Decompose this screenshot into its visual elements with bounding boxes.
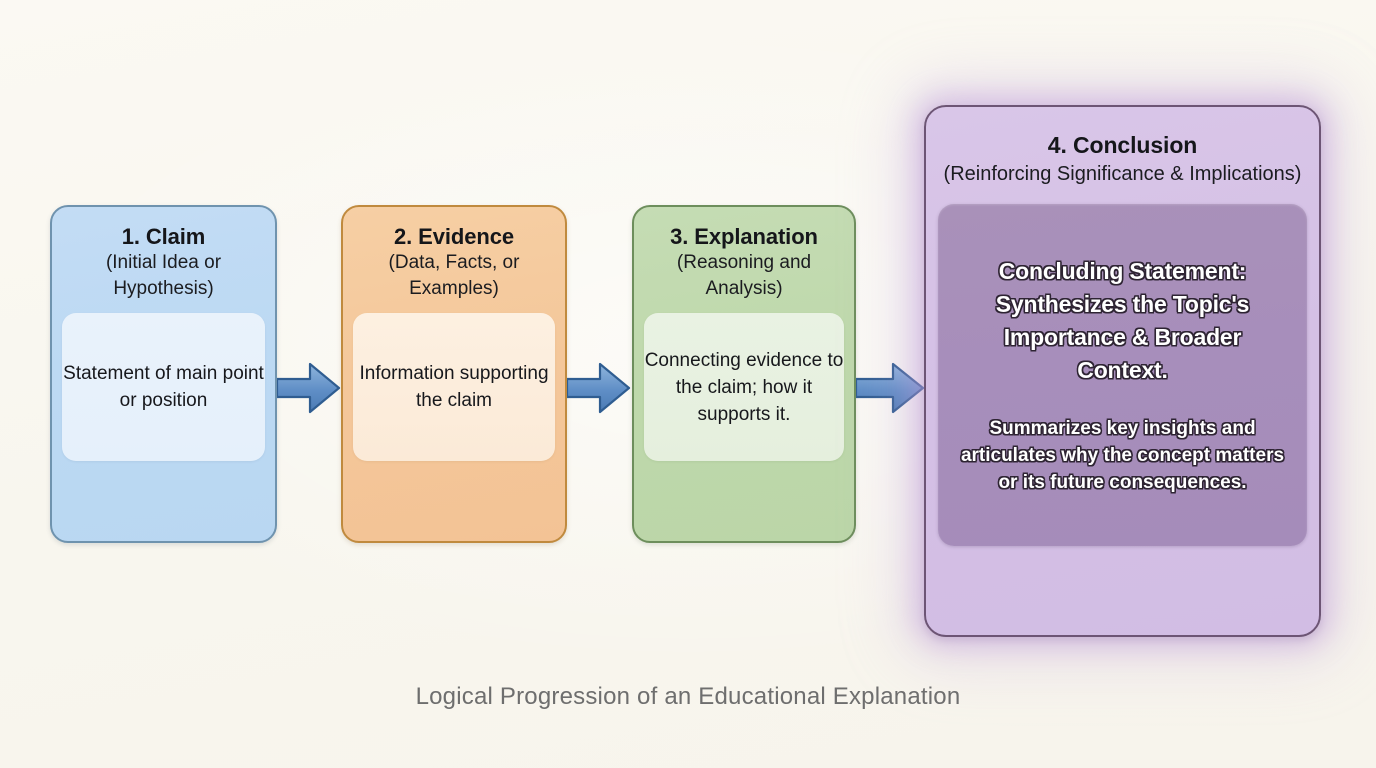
step-detail-explanation: Connecting evidence to the claim; how it… [644,313,844,461]
step-title-evidence: 2. Evidence [394,224,514,249]
step-title-claim: 1. Claim [121,224,206,249]
step-subtitle-claim: (Initial Idea or Hypothesis) [105,252,222,299]
step-box-evidence[interactable]: 2. Evidence (Data, Facts, or Examples) I… [341,205,567,543]
arrow-right-icon-claim-to-evidence [275,358,341,423]
step-detail-evidence: Information supporting the claim [353,313,555,461]
step-subtitle-explanation: (Reasoning and Analysis) [676,252,812,299]
step-title-conclusion: 4. Conclusion [1047,132,1198,158]
arrow-right-icon-evidence-to-explanation [565,358,631,423]
step-box-claim[interactable]: 1. Claim (Initial Idea or Hypothesis) St… [50,205,277,543]
arrow-right-icon-explanation-to-conclusion [854,358,926,423]
step-detail-claim: Statement of main point or position [62,313,265,461]
step-subtitle-evidence: (Data, Facts, or Examples) [388,252,520,299]
step-title-explanation: 3. Explanation [670,224,818,249]
conclusion-detail-heading: Concluding Statement: Synthesizes the To… [995,257,1250,383]
step-subtitle-conclusion: (Reinforcing Significance & Implications… [943,163,1302,185]
step-detail-conclusion: Concluding Statement: Synthesizes the To… [938,204,1307,546]
conclusion-detail-body: Summarizes key insights and articulates … [960,417,1285,493]
step-box-conclusion[interactable]: 4. Conclusion (Reinforcing Significance … [924,105,1321,637]
step-box-explanation[interactable]: 3. Explanation (Reasoning and Analysis) … [632,205,856,543]
diagram-caption: Logical Progression of an Educational Ex… [415,683,961,710]
